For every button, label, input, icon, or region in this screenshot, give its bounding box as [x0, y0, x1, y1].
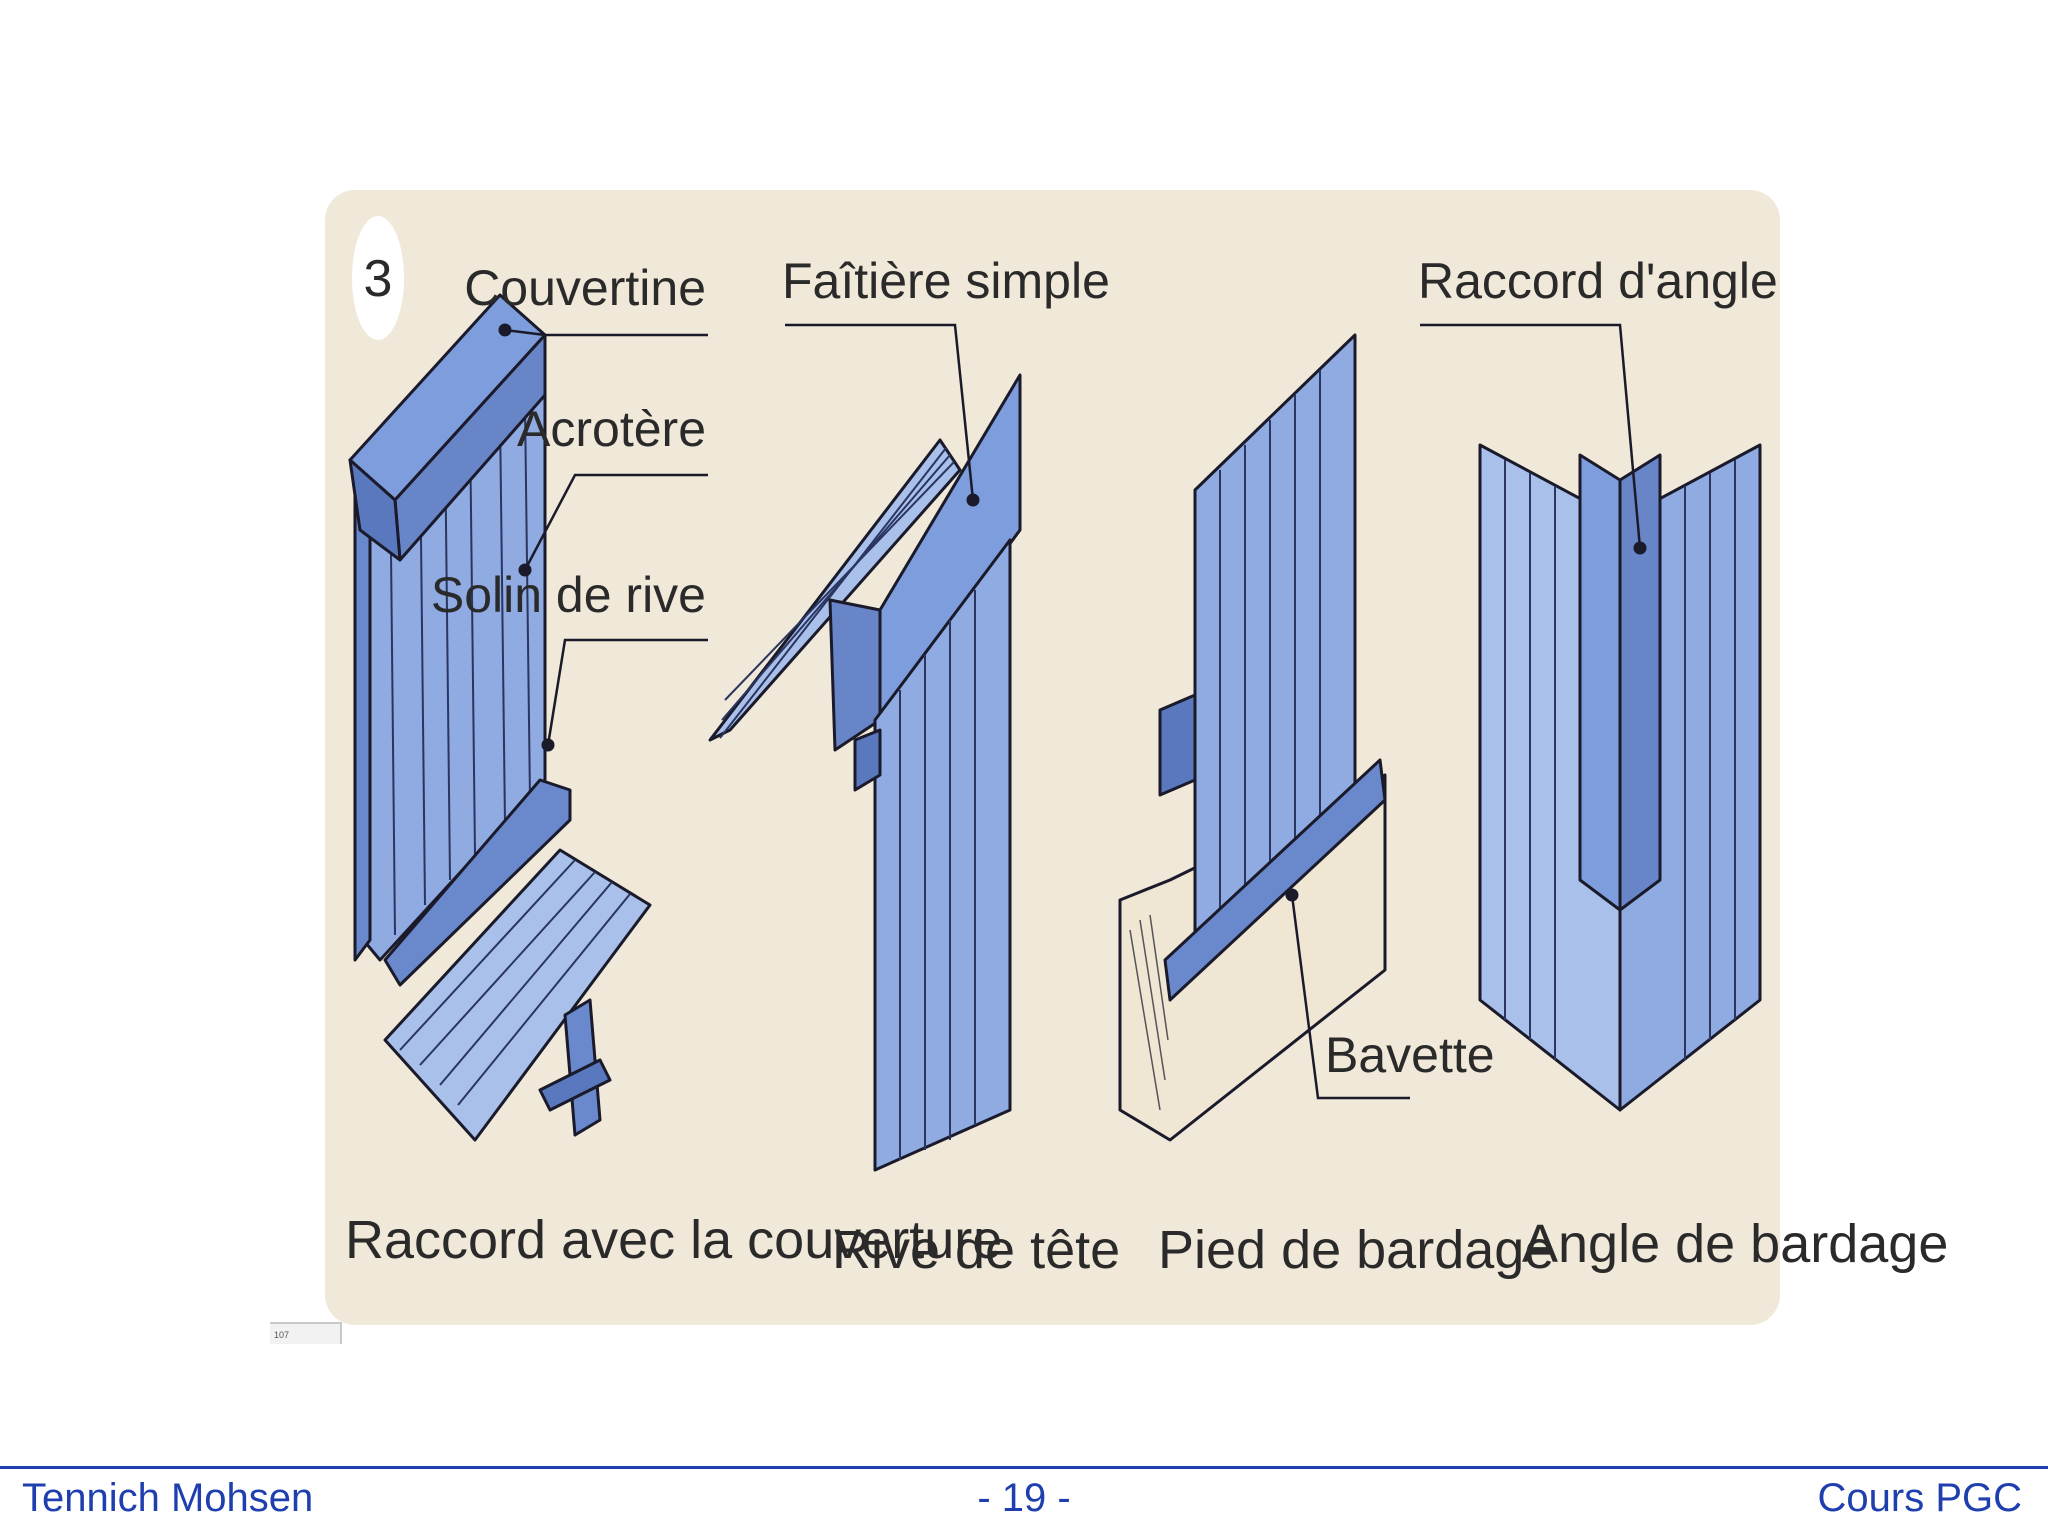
label-acrotere: Acrotère: [517, 401, 706, 457]
leader-lines: [504, 323, 1642, 1100]
footer-page-number: - 19 -: [977, 1476, 1071, 1520]
drawing-angle-de-bardage: [1478, 443, 1762, 1112]
figure-number-badge: 3: [352, 216, 404, 340]
label-bavette: Bavette: [1325, 1027, 1495, 1083]
caption-raccord-couverture: Raccord avec la couverture: [345, 1210, 1002, 1270]
figure-number: 3: [364, 250, 393, 308]
page-stamp: 107: [270, 1322, 342, 1344]
label-couvertine: Couvertine: [464, 260, 706, 316]
footer-divider: [0, 1466, 2048, 1469]
caption-angle-de-bardage: Angle de bardage: [1522, 1214, 1948, 1274]
drawing-pied-de-bardage: [1118, 333, 1387, 1142]
drawing-raccord-couverture: [348, 293, 652, 1142]
label-raccord-angle: Raccord d'angle: [1418, 253, 1778, 309]
drawing-rive-de-tete: [708, 373, 1022, 1172]
label-faitiere-simple: Faîtière simple: [782, 253, 1110, 309]
caption-rive-de-tete: Rive de tête: [832, 1220, 1120, 1280]
footer-author: Tennich Mohsen: [22, 1476, 314, 1520]
label-solin-de-rive: Solin de rive: [431, 567, 706, 623]
caption-pied-de-bardage: Pied de bardage: [1158, 1220, 1554, 1280]
footer-course-title: Cours PGC: [1817, 1476, 2023, 1520]
